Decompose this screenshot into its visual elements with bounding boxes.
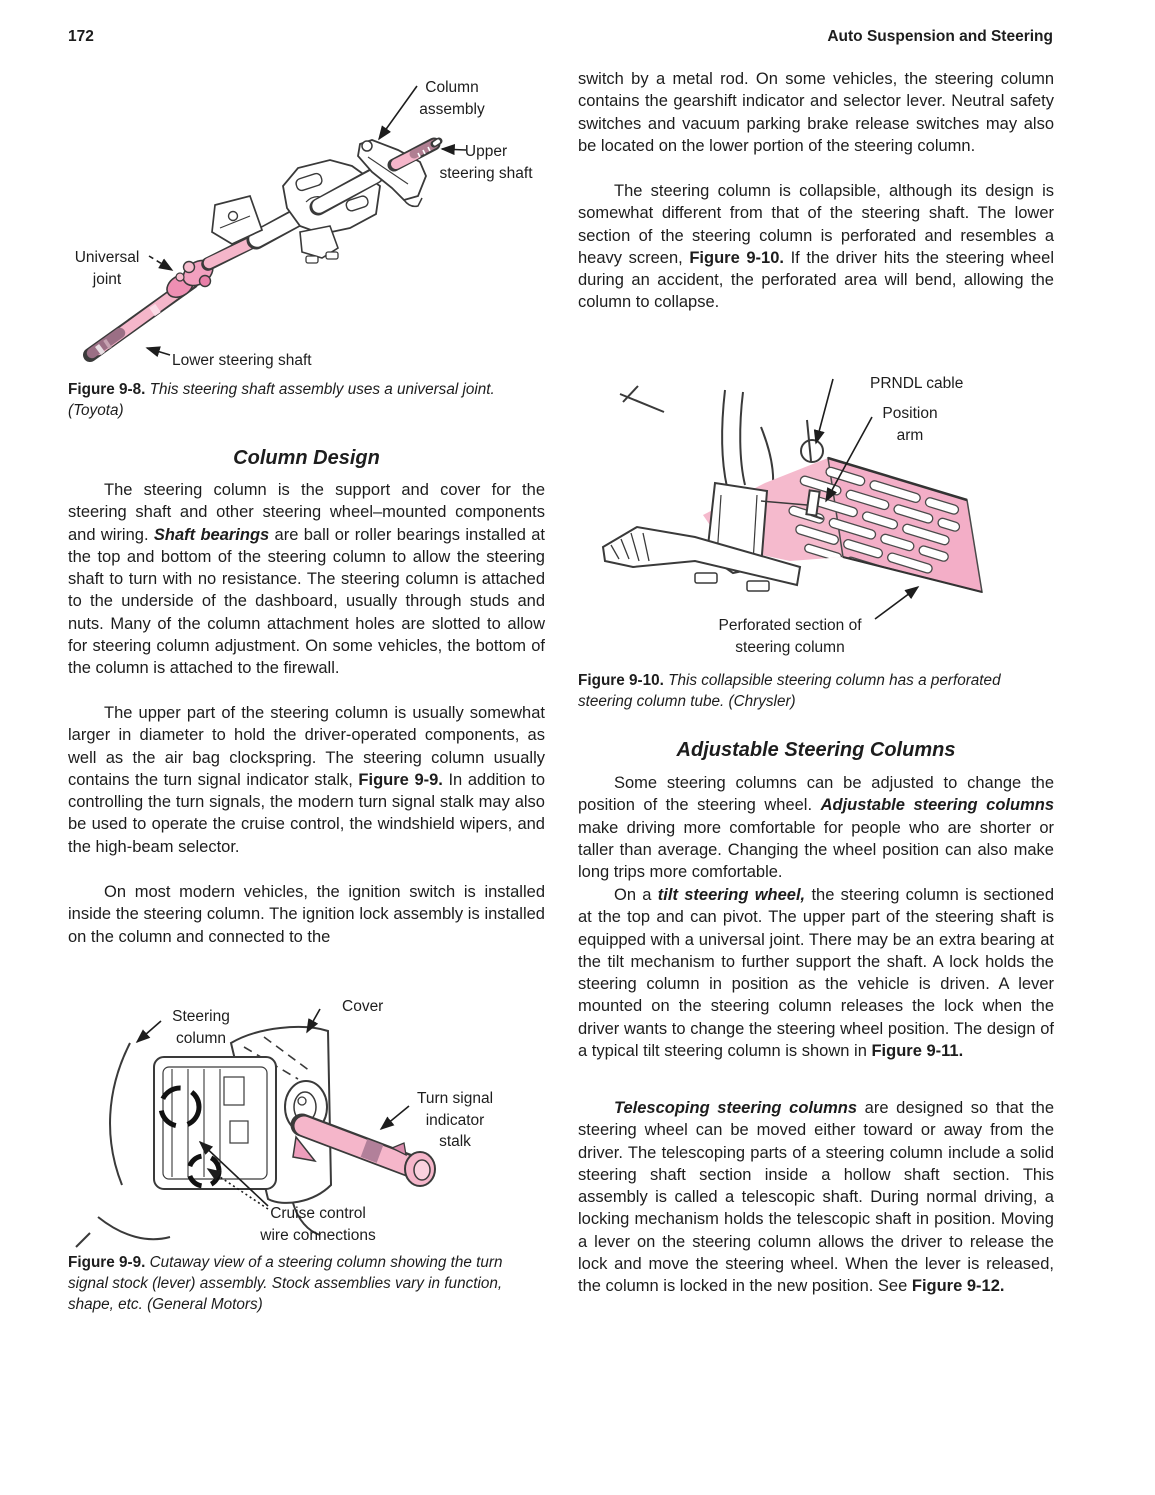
figure-9-8-drawing <box>83 85 467 362</box>
text-run: On a <box>614 886 658 904</box>
turn-signal-stalk-part <box>290 1113 436 1187</box>
section-heading-adjustable-steering-columns: Adjustable Steering Columns <box>676 739 956 761</box>
figure-9-8-caption-label: Figure 9-8. <box>68 381 146 398</box>
text-run: The steering column is collapsible, alth… <box>578 182 1054 267</box>
figure-9-9-caption: Figure 9-9. Cutaway view of a steering c… <box>68 1252 545 1315</box>
label-prndl-cable: PRNDL cable <box>870 375 964 392</box>
paragraph-column-design-2: The upper part of the steering column is… <box>68 702 545 858</box>
section-heading-column-design: Column Design <box>233 447 380 469</box>
column-tube-upper-part <box>309 166 385 216</box>
term-telescoping-steering-columns: Telescoping steering columns <box>614 1099 858 1117</box>
perforated-panel-part <box>788 456 983 594</box>
label-cruise-control: Cruise control wire connections <box>260 1205 376 1244</box>
label-turn-signal-stalk: Turn signal indicator stalk <box>416 1090 494 1150</box>
text-run: are designed so that the steering wheel … <box>578 1099 1055 1296</box>
figure-9-9-drawing <box>75 1008 436 1248</box>
paragraph-column-design-1: The steering column is the support and c… <box>68 479 545 680</box>
figure-ref-9-11: Figure 9-11. <box>871 1042 964 1061</box>
figure-ref-9-12: Figure 9-12. <box>911 1277 1005 1296</box>
figure-9-10-caption-label: Figure 9-10. <box>578 672 664 689</box>
page-number: 172 <box>68 28 94 45</box>
term-tilt-steering-wheel: tilt steering wheel, <box>657 886 806 904</box>
upper-steering-shaft-part <box>387 137 443 172</box>
term-adjustable-steering-columns: Adjustable steering columns <box>820 796 1054 815</box>
figure-9-9-leader-lines <box>135 1008 410 1210</box>
figure-9-10: PRNDL cable Position arm Perforated sect… <box>575 365 1105 665</box>
text-run: In addition to controlling the turn sign… <box>68 770 545 856</box>
label-perforated-section: Perforated section of steering column <box>718 617 862 656</box>
label-column-assembly: Column assembly <box>419 79 485 118</box>
label-position-arm: Position arm <box>882 405 938 444</box>
lower-support-part <box>601 525 802 592</box>
figure-9-8-leader-lines <box>145 85 467 358</box>
running-head-title: Auto Suspension and Steering <box>827 28 1053 45</box>
paragraph-collapsible: The steering column is collapsible, alth… <box>578 180 1054 314</box>
term-shaft-bearings: Shaft bearings <box>153 525 270 544</box>
figure-9-10-drawing <box>601 378 983 620</box>
paragraph-telescoping: Telescoping steering columns are designe… <box>578 1097 1054 1298</box>
figure-9-8-caption-text: This steering shaft assembly uses a univ… <box>68 381 495 419</box>
paragraph-continuation: switch by a metal rod. On some vehicles,… <box>578 70 1054 155</box>
label-universal-joint: Universal joint <box>74 249 140 288</box>
figure-9-8: Column assembly Upper steering shaft Uni… <box>68 62 545 378</box>
paragraph-tilt-wheel: On a tilt steering wheel, the steering c… <box>578 884 1054 1062</box>
text-run: the steering column is sectioned at the … <box>578 886 1054 1061</box>
figure-9-8-caption: Figure 9-8. This steering shaft assembly… <box>68 379 545 421</box>
label-steering-column: Steering column <box>172 1008 230 1047</box>
text-run: Some steering columns can be adjusted to… <box>578 774 1054 815</box>
figure-9-9: Steering column Cover Turn signal indica… <box>68 985 545 1249</box>
text-run: make driving more comfortable for people… <box>578 818 1054 882</box>
text-run: The steering column is the support and c… <box>68 481 545 544</box>
text-run: If the driver hits the steering wheel du… <box>578 248 1054 312</box>
figure-9-9-caption-text: Cutaway view of a steering column showin… <box>68 1254 503 1313</box>
steering-column-outline-part <box>75 1042 171 1248</box>
paragraph-adjustable-1: Some steering columns can be adjusted to… <box>578 772 1054 883</box>
figure-9-10-caption-text: This collapsible steering column has a p… <box>578 672 1001 710</box>
figure-9-10-caption: Figure 9-10. This collapsible steering c… <box>578 670 1054 712</box>
label-lower-steering-shaft: Lower steering shaft <box>172 352 312 369</box>
figure-ref-9-9: Figure 9-9. <box>358 770 443 789</box>
figure-ref-9-10: Figure 9-10. <box>689 248 784 267</box>
text-run: are ball or roller bearings installed at… <box>68 525 545 678</box>
figure-9-9-caption-label: Figure 9-9. <box>68 1254 146 1271</box>
paragraph-column-design-3: On most modern vehicles, the ignition sw… <box>68 883 545 946</box>
label-cover: Cover <box>342 998 384 1015</box>
cutaway-internals-part <box>153 1056 277 1190</box>
figure-9-10-leader-lines <box>813 378 920 620</box>
text-run: The upper part of the steering column is… <box>68 704 545 789</box>
label-upper-steering-shaft: Upper steering shaft <box>439 143 533 182</box>
